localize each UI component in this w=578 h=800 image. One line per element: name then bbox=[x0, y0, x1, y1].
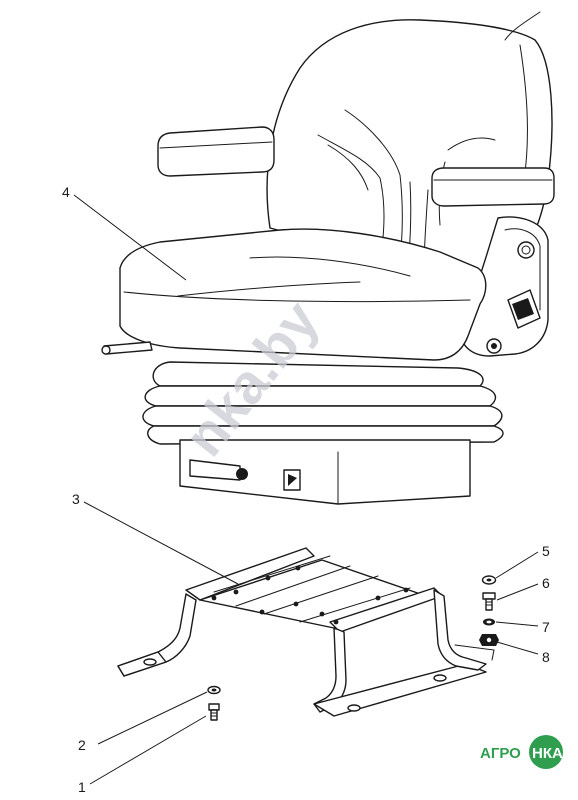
left-armrest bbox=[157, 126, 275, 177]
suspension-base bbox=[179, 439, 471, 505]
frame-right-leg bbox=[313, 627, 347, 713]
washer-5 bbox=[481, 575, 497, 585]
washer-2 bbox=[207, 685, 221, 695]
logo-right-text: НКА bbox=[532, 745, 563, 762]
weight-adjust-knob bbox=[189, 459, 241, 481]
bolt-1 bbox=[208, 703, 220, 721]
seat-cushion bbox=[119, 228, 487, 361]
callout-1: 1 bbox=[78, 779, 86, 795]
callout-4: 4 bbox=[62, 184, 70, 200]
callout-2: 2 bbox=[78, 737, 86, 753]
leader-3 bbox=[83, 501, 239, 585]
mounting-frame bbox=[117, 547, 495, 717]
callout-7: 7 bbox=[542, 619, 550, 635]
callout-3: 3 bbox=[72, 491, 80, 507]
leader-7 bbox=[495, 621, 539, 627]
lock-washer-7 bbox=[483, 618, 495, 626]
leader-1 bbox=[89, 715, 207, 785]
height-handle bbox=[103, 341, 153, 355]
recline-knob bbox=[517, 241, 535, 259]
seat-assembly bbox=[101, 11, 555, 505]
callout-5: 5 bbox=[542, 543, 550, 559]
leader-5 bbox=[495, 551, 539, 579]
leader-6 bbox=[496, 583, 539, 601]
callout-8: 8 bbox=[542, 649, 550, 665]
nut-8 bbox=[479, 634, 499, 646]
agro-nka-logo: АГРО НКА bbox=[480, 735, 563, 769]
leader-4 bbox=[73, 194, 187, 281]
frame-top-plate bbox=[185, 547, 315, 601]
logo-circle-icon bbox=[529, 735, 563, 769]
leader-2 bbox=[97, 691, 208, 745]
frame-back-leg bbox=[433, 589, 487, 671]
logo-left-text: АГРО bbox=[480, 745, 521, 762]
callout-6: 6 bbox=[542, 575, 550, 591]
right-armrest bbox=[431, 167, 555, 207]
bolt-6 bbox=[482, 592, 496, 611]
leader-8 bbox=[496, 641, 539, 655]
